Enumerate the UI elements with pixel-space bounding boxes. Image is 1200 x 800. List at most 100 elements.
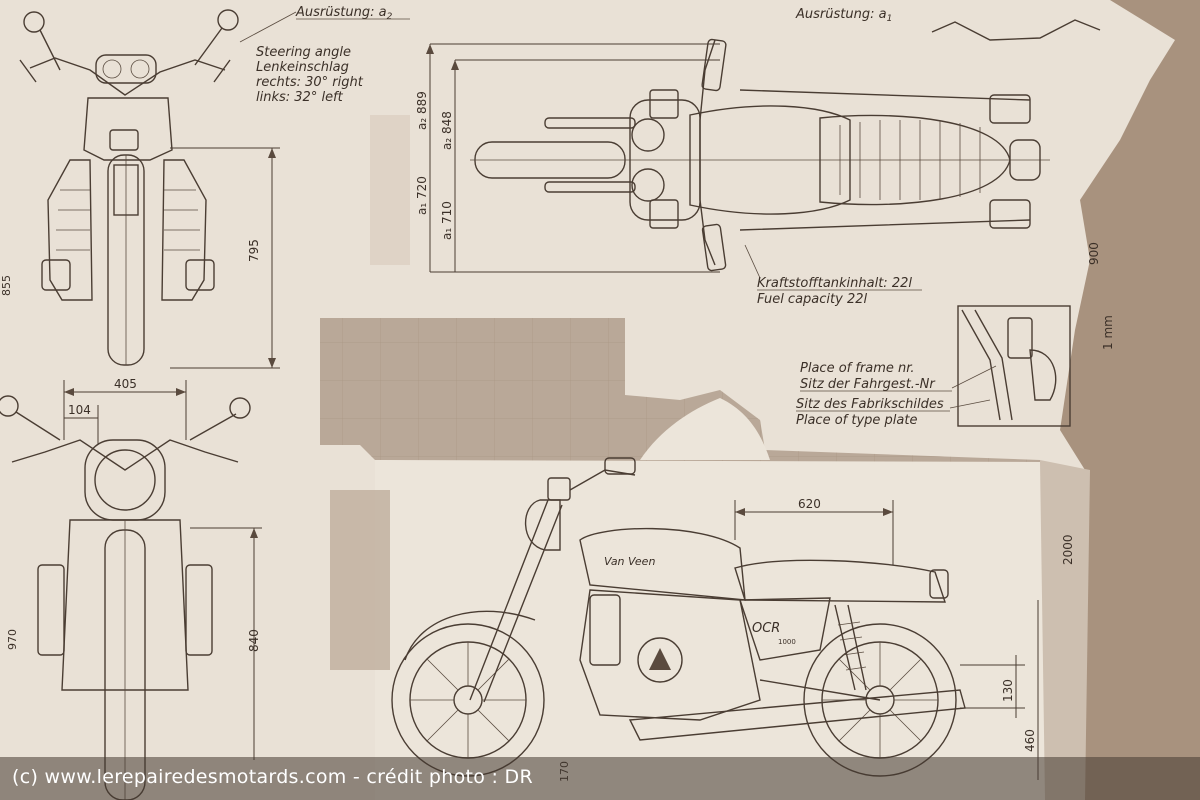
front-handlebar [29,57,226,96]
label-links: links: 32° left [256,90,344,105]
label-plate-en: Place of type plate [796,413,917,428]
dim-side-460: 460 [1023,729,1037,752]
label-frame-en: Place of frame nr. [800,361,915,376]
side-front-mudguard [404,610,536,661]
front-headlamp [109,129,139,151]
front-lever-right [213,59,231,83]
rear-mirror-left [0,395,19,417]
leader-frame-plate [949,365,997,409]
label-ausruestung-a1: Ausrüstung: a1 [795,7,892,24]
top-grip-lower [701,223,727,272]
tape-strip-2 [370,115,410,265]
side-fork [469,499,563,703]
front-mirror-stems [39,27,223,71]
top-indicator-lower [989,199,1031,229]
leader-a2 [239,11,297,43]
dim-top-arrows [426,44,459,70]
front-engine-left [47,159,93,301]
dim-edge-right-900: 900 [1087,242,1101,265]
top-tank [689,105,851,215]
side-gauge [547,477,571,501]
dim-840-arrow [250,528,258,538]
label-frame-de: Sitz der Fahrgest.-Nr [800,377,936,392]
front-lever-left [19,59,37,83]
front-mirror-right [217,9,239,31]
dim-top-889: a₂ 889 [415,91,429,130]
rear-mirror-stems [15,411,237,441]
top-gauge-lower [631,168,665,202]
front-gauge-left [102,59,122,79]
arc-paper [640,398,770,460]
dark-paper-edge [1060,0,1200,800]
side-tank [579,527,746,601]
lower-right-paper [1040,460,1090,800]
rear-crashbar-right [185,564,213,656]
dim-edge-right-2000: 2000 [1061,534,1075,565]
top-headstock [629,99,701,221]
front-case-right [185,259,215,291]
side-swingarm [759,679,881,701]
dim-top-lines [429,43,720,273]
side-model: OCR [752,621,780,636]
top-exhausts [739,89,1031,231]
side-seat [734,559,946,603]
front-instruments [95,54,157,84]
side-brand: Van Veen [604,555,655,568]
detail-gauge [1007,317,1033,359]
side-engine-logo [649,648,671,670]
side-view-paper [375,460,1045,800]
dim-104-lines [64,405,99,445]
side-engine [579,589,761,721]
top-gauge-upper [631,118,665,152]
dim-top-720: a₁ 720 [415,176,429,215]
top-grip-upper [701,38,727,92]
dim-lamp-width: 104 [68,403,91,417]
rear-view: 405 104 840 970 [0,377,262,800]
top-footrest-upper [544,117,636,129]
dim-rear-height: 840 [247,629,261,652]
label-fuel-de: Kraftstofftankinhalt: 22l [757,276,912,291]
side-radiator [589,594,621,666]
rear-handlebar [11,439,239,471]
front-case-left [41,259,71,291]
side-shock [834,604,867,691]
dim-front-height: 795 [247,239,261,262]
rear-headlamp [94,449,156,511]
front-engine-right [161,159,207,301]
dim-side-130: 130 [1001,679,1015,702]
side-tail [929,569,949,599]
label-ausruestung-a2: Ausrüstung: a2 [295,5,393,22]
top-seat-ribs [839,120,981,200]
front-view: 795 855 [0,9,280,369]
side-headlamp [524,499,561,551]
dim-edge-right-mm: 1 mm [1101,315,1115,350]
tape-strip [330,490,390,670]
top-cylinder-lower [649,199,679,229]
grid-lines [320,318,1040,470]
leader-fuel [744,244,761,279]
top-tail-light [1009,139,1041,181]
dim-620-lines [734,500,894,565]
dim-840-lines [190,527,262,760]
dim-795-lines [170,147,280,369]
dim-top-848: a₂ 848 [440,111,454,150]
label-rechts: rechts: 30° right [256,75,364,90]
dim-side-620: 620 [798,497,821,511]
side-front-spokes [410,642,526,758]
dim-edge-left-top: 855 [0,275,13,296]
frame-number-detail [957,305,1071,427]
credit-text: (c) www.lerepairedesmotards.com - crédit… [12,766,533,788]
side-shock-spring [837,621,867,671]
front-fairing [83,97,173,161]
top-cylinder-upper [649,89,679,119]
detail-box [957,305,1071,427]
top-view: a₂ 889 a₂ 848 a₁ 720 a₁ 710 [415,38,1050,273]
dim-top-710: a₁ 710 [440,201,454,240]
side-grip [604,457,636,475]
top-indicator-upper [989,94,1031,124]
handlebar-a1-sketch [931,19,1101,41]
side-model-sub: 1000 [778,638,796,646]
label-plate-de: Sitz des Fabrikschildes [796,397,944,412]
